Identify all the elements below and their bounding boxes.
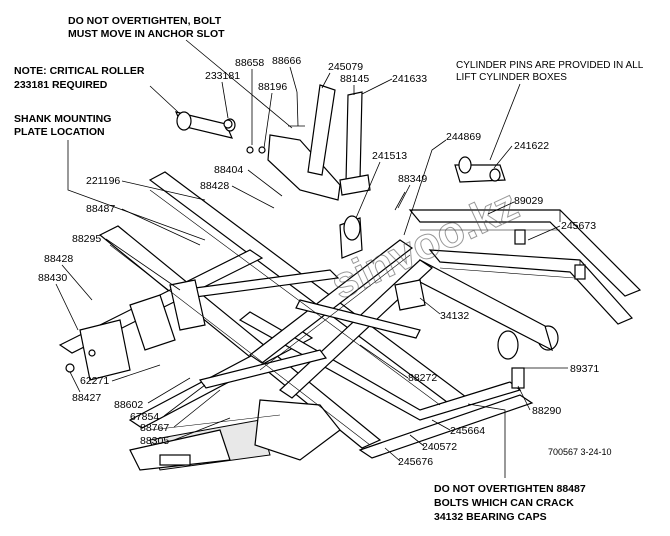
part-label-62271: 62271 [80,375,109,387]
part-label-88145: 88145 [340,73,369,85]
note-top-line-1: DO NOT OVERTIGHTEN, BOLT [68,15,222,27]
part-label-88428-lower: 88428 [44,253,73,265]
note-cylinder: CYLINDER PINS ARE PROVIDED IN ALL LIFT C… [456,60,644,161]
note-roller-line-1: NOTE: CRITICAL ROLLER [14,65,145,77]
note-bottom-line-2: BOLTS WHICH CAN CRACK [434,497,574,509]
note-cylinder-line-1: CYLINDER PINS ARE PROVIDED IN ALL [456,60,644,71]
frame-illustration [58,84,642,471]
note-roller-line-2: 233181 REQUIRED [14,79,108,91]
part-label-241633: 241633 [392,73,427,85]
part-label-233181: 233181 [205,70,240,82]
note-roller: NOTE: CRITICAL ROLLER 233181 REQUIRED [14,65,179,113]
part-label-245079: 245079 [328,61,363,73]
part-label-88272: 88272 [408,372,437,384]
part-label-88290: 88290 [532,405,561,417]
note-cylinder-line-2: LIFT CYLINDER BOXES [456,72,567,83]
note-bottom: DO NOT OVERTIGHTEN 88487 BOLTS WHICH CAN… [434,403,586,523]
part-label-221196: 221196 [86,175,120,187]
part-label-245676: 245676 [398,456,433,468]
part-label-88404: 88404 [214,164,243,176]
note-top: DO NOT OVERTIGHTEN, BOLT MUST MOVE IN AN… [68,15,293,129]
note-shank: SHANK MOUNTING PLATE LOCATION [14,113,206,241]
part-label-244869: 244869 [446,131,481,143]
part-label-88487: 88487 [86,203,115,215]
part-label-88427: 88427 [72,392,101,404]
part-label-88430: 88430 [38,272,67,284]
note-shank-line-2: PLATE LOCATION [14,126,105,138]
part-label-241622: 241622 [514,140,549,152]
part-label-89371: 89371 [570,363,599,375]
part-label-88428-upper: 88428 [200,180,229,192]
part-label-88658: 88658 [235,57,264,69]
note-bottom-line-1: DO NOT OVERTIGHTEN 88487 [434,483,586,495]
part-label-89029: 89029 [514,195,543,207]
part-label-88767: 88767 [140,422,169,434]
part-label-88666: 88666 [272,55,301,67]
note-shank-line-1: SHANK MOUNTING [14,113,111,125]
part-labels: 88658 88666 233181 88196 245079 88145 24… [38,55,599,468]
part-label-241513: 241513 [372,150,407,162]
part-label-245673: 245673 [561,220,596,232]
drawing-id: 700567 3-24-10 [548,447,612,457]
part-label-34132: 34132 [440,310,469,322]
note-bottom-line-3: 34132 BEARING CAPS [434,511,547,523]
part-label-67854: 67854 [130,411,159,423]
part-label-88196: 88196 [258,81,287,93]
part-label-240572: 240572 [422,441,457,453]
part-label-245664: 245664 [450,425,485,437]
part-label-88305: 88305 [140,435,169,447]
part-label-88295: 88295 [72,233,101,245]
part-label-88349: 88349 [398,173,427,185]
part-label-88602: 88602 [114,399,143,411]
note-top-line-2: MUST MOVE IN ANCHOR SLOT [68,28,225,40]
